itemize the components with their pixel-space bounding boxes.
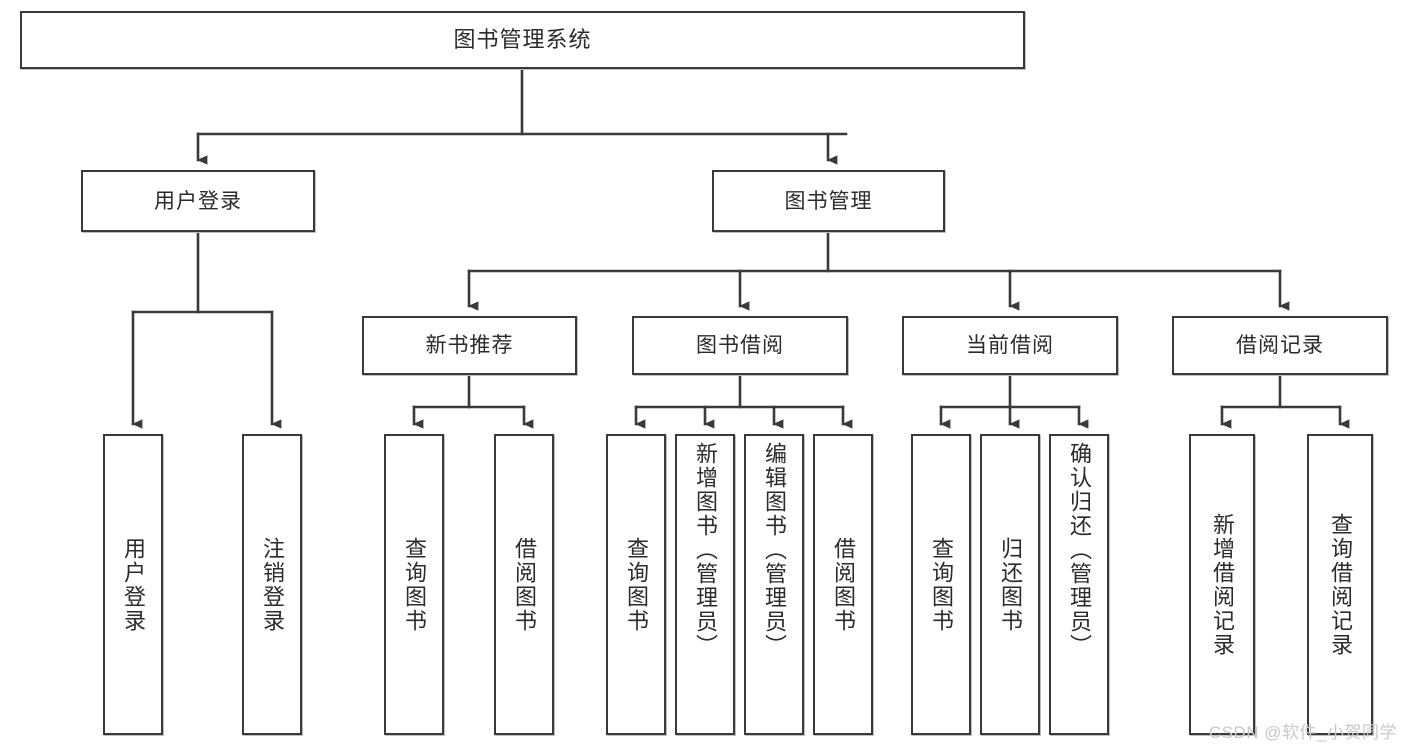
node-label: 注销登录 bbox=[259, 536, 285, 633]
node-label: 用户登录 bbox=[120, 536, 146, 633]
node-label: 图书借阅 bbox=[696, 334, 784, 357]
leaf-add-borrow-record[interactable]: 新增借阅记录 bbox=[1189, 434, 1255, 735]
leaf-borrow-book-recommend[interactable]: 借阅图书 bbox=[494, 434, 554, 735]
node-label: 新增借阅记录 bbox=[1209, 512, 1235, 657]
node-label: 查询图书 bbox=[928, 536, 954, 633]
node-label: 当前借阅 bbox=[966, 334, 1054, 357]
node-label: 查询图书 bbox=[623, 536, 649, 633]
leaf-return-book[interactable]: 归还图书 bbox=[980, 434, 1040, 735]
node-label: 编辑图书（管理员） bbox=[761, 442, 787, 658]
watermark-text: CSDN @软件_小贺同学 bbox=[1208, 723, 1397, 742]
node-label: 查询借阅记录 bbox=[1327, 512, 1353, 657]
node-current-borrow[interactable]: 当前借阅 bbox=[902, 316, 1118, 375]
leaf-add-book-admin[interactable]: 新增图书（管理员） bbox=[675, 434, 735, 735]
node-label: 归还图书 bbox=[997, 536, 1023, 633]
node-new-book-recommend[interactable]: 新书推荐 bbox=[362, 316, 577, 375]
node-label: 图书管理系统 bbox=[453, 27, 592, 52]
leaf-query-borrow-record[interactable]: 查询借阅记录 bbox=[1307, 434, 1373, 735]
leaf-query-book-recommend[interactable]: 查询图书 bbox=[384, 434, 444, 735]
node-root-system[interactable]: 图书管理系统 bbox=[20, 11, 1025, 69]
node-label: 借阅记录 bbox=[1236, 334, 1324, 357]
node-borrow-record[interactable]: 借阅记录 bbox=[1172, 316, 1388, 375]
leaf-query-book-current[interactable]: 查询图书 bbox=[911, 434, 971, 735]
leaf-user-login[interactable]: 用户登录 bbox=[103, 434, 163, 735]
node-label: 确认归还（管理员） bbox=[1066, 442, 1092, 658]
leaf-query-book-borrow[interactable]: 查询图书 bbox=[606, 434, 666, 735]
leaf-user-logout[interactable]: 注销登录 bbox=[242, 434, 302, 735]
leaf-edit-book-admin[interactable]: 编辑图书（管理员） bbox=[744, 434, 804, 735]
node-label: 用户登录 bbox=[154, 189, 242, 213]
node-label: 图书管理 bbox=[784, 189, 873, 213]
node-label: 新增图书（管理员） bbox=[692, 442, 718, 658]
leaf-borrow-book[interactable]: 借阅图书 bbox=[813, 434, 873, 735]
node-label: 新书推荐 bbox=[425, 334, 514, 357]
node-label: 借阅图书 bbox=[830, 536, 856, 633]
leaf-confirm-return-admin[interactable]: 确认归还（管理员） bbox=[1049, 434, 1109, 735]
node-book-management[interactable]: 图书管理 bbox=[712, 170, 945, 232]
node-label: 借阅图书 bbox=[511, 536, 537, 633]
node-book-borrow[interactable]: 图书借阅 bbox=[632, 316, 848, 375]
node-label: 查询图书 bbox=[401, 536, 427, 633]
node-user-login[interactable]: 用户登录 bbox=[81, 170, 315, 232]
